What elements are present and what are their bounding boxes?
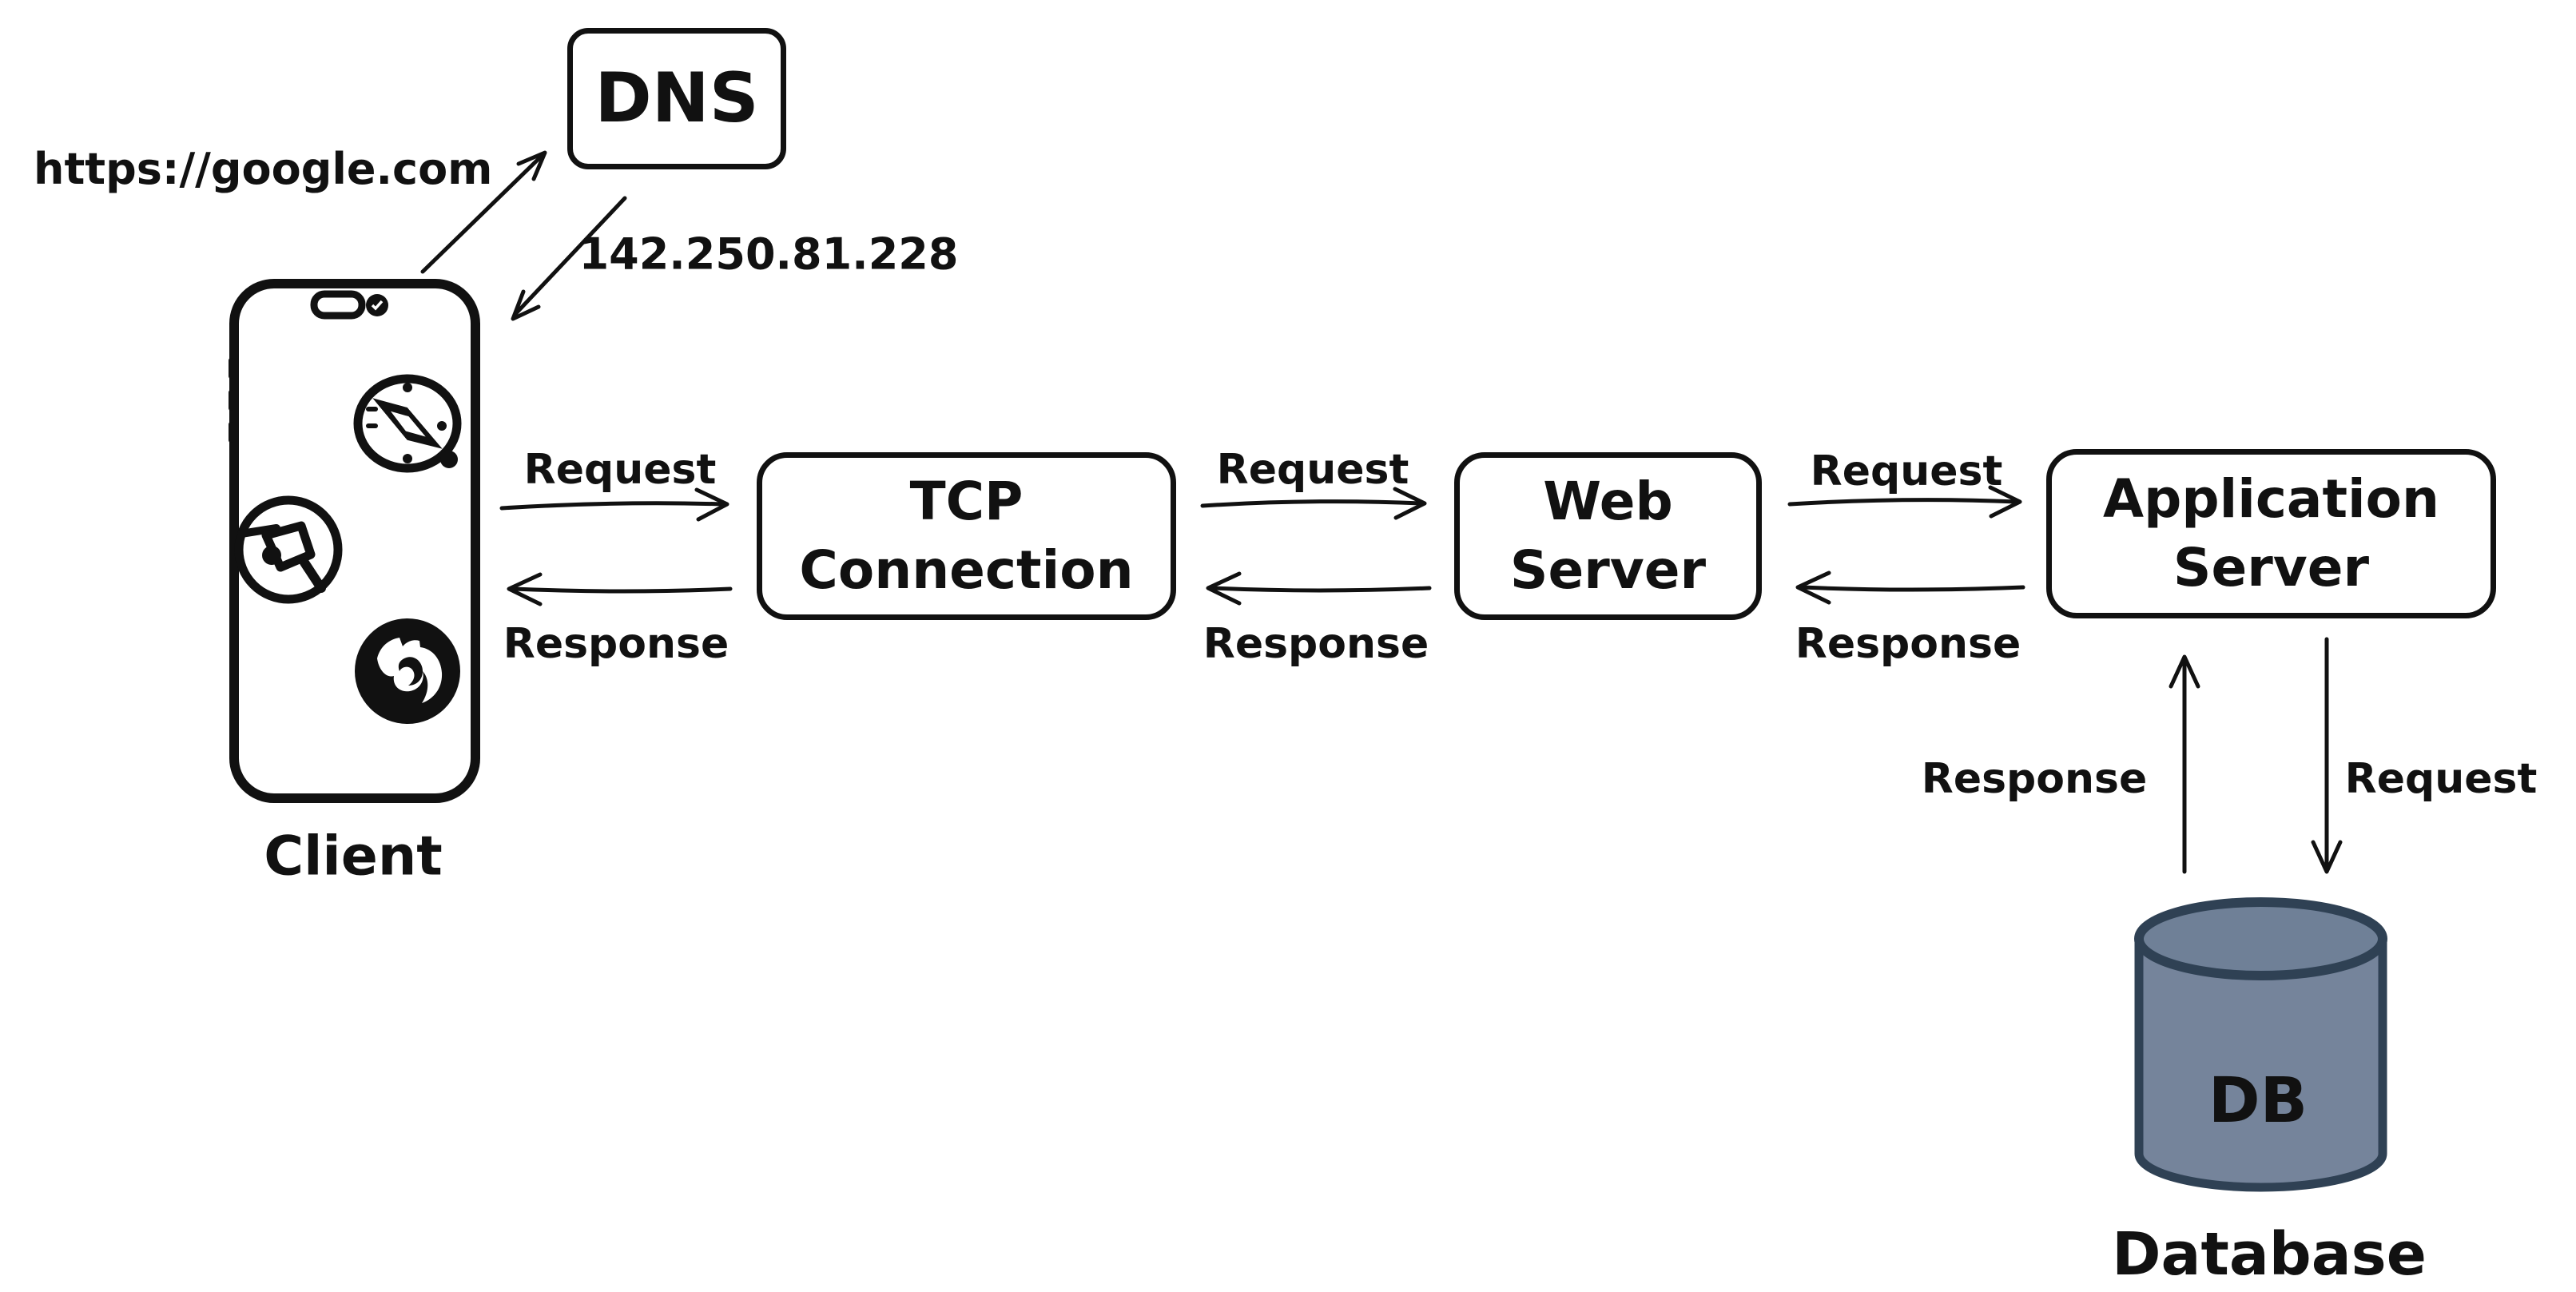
- url-annotation: https://google.com: [34, 144, 493, 194]
- database-caption: Database: [2112, 1220, 2427, 1289]
- database-cylinder: [2134, 897, 2387, 1192]
- database-cylinder-body: [2134, 934, 2387, 1192]
- app-node-label-line2: Server: [2173, 537, 2370, 598]
- web-server-node: Web Server: [1454, 452, 1762, 620]
- client-caption: Client: [264, 825, 443, 888]
- edge-label-tcp-client-response: Response: [503, 620, 729, 668]
- application-server-node: Application Server: [2046, 449, 2496, 618]
- arrow-app-to-db-request: [2311, 637, 2343, 874]
- edge-label-web-tcp-response: Response: [1203, 620, 1429, 668]
- dns-node-label: DNS: [594, 58, 759, 138]
- app-node-label-line1: Application: [2103, 468, 2439, 531]
- arrow-tcp-to-client-response: [507, 572, 733, 606]
- web-node-label-line1: Web: [1543, 471, 1673, 533]
- edge-label-app-web-response: Response: [1795, 620, 2021, 668]
- tcp-connection-node: TCP Connection: [757, 452, 1176, 620]
- edge-label-tcp-web-request: Request: [1216, 446, 1409, 494]
- firefox-icon: [355, 618, 460, 724]
- camera-notch-icon: [310, 290, 388, 320]
- arrow-app-to-web-response: [1795, 570, 2025, 605]
- ip-annotation: 142.250.81.228: [578, 229, 959, 280]
- edge-label-web-app-request: Request: [1810, 447, 2003, 495]
- dns-node: DNS: [567, 28, 786, 169]
- edge-label-app-db-request: Request: [2344, 755, 2538, 803]
- arrow-web-to-tcp-response: [1206, 571, 1432, 606]
- tcp-node-label-line1: TCP: [909, 471, 1024, 533]
- web-node-label-line2: Server: [1509, 539, 1707, 601]
- edge-label-client-tcp-request: Request: [523, 446, 717, 494]
- arrow-client-to-tcp-request: [499, 487, 729, 522]
- client-phone: [229, 279, 480, 803]
- arrow-db-to-app-response: [2169, 654, 2200, 874]
- edge-label-db-app-response: Response: [1921, 755, 2148, 803]
- db-label: DB: [2208, 1065, 2308, 1137]
- database-cylinder-top: [2134, 897, 2387, 980]
- chrome-icon: [234, 495, 343, 604]
- safari-icon: [353, 374, 462, 473]
- phone-side-buttons: [229, 358, 233, 443]
- tcp-node-label-line2: Connection: [799, 539, 1134, 601]
